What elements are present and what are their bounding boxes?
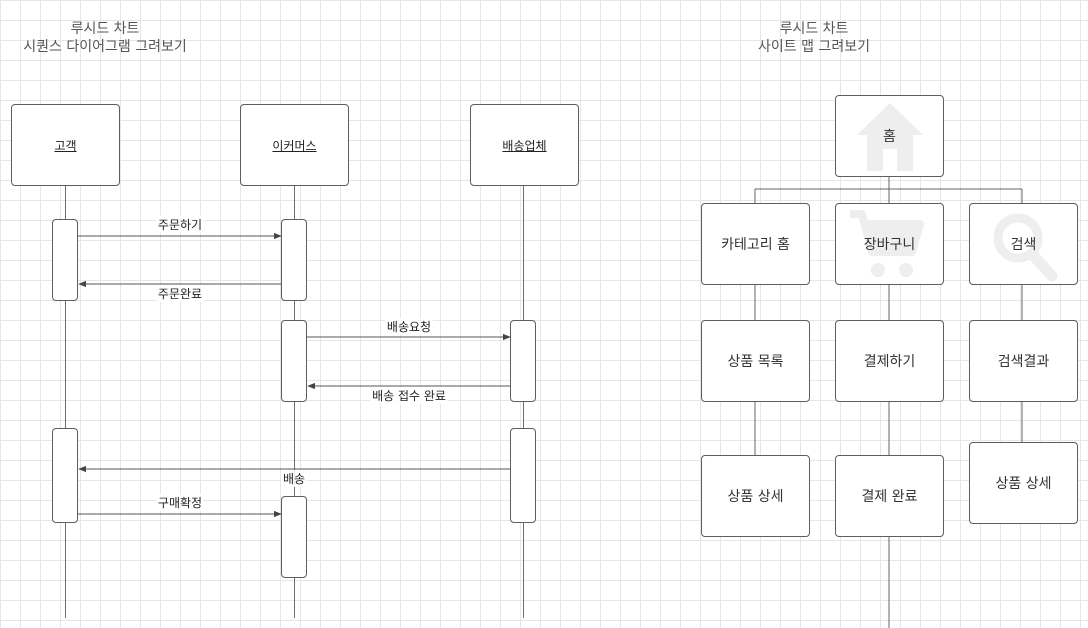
sitemap-node-search-label: 검색 — [1010, 237, 1037, 253]
participant-customer-label: 고객 — [54, 138, 77, 153]
home-icon — [857, 103, 923, 171]
sitemap-node-payment-complete[interactable]: 결제 완료 — [835, 455, 944, 537]
sitemap-node-checkout-label: 결제하기 — [863, 354, 916, 370]
sitemap-node-product-list[interactable]: 상품 목록 — [701, 320, 810, 402]
sitemap-node-product-detail-label: 상품 상세 — [727, 489, 784, 505]
participant-delivery[interactable]: 배송업체 — [470, 104, 579, 186]
message-label-delivery: 배송 — [280, 470, 308, 487]
activation-delivery-2[interactable] — [510, 428, 536, 523]
sitemap-node-home-label: 홈 — [883, 129, 896, 145]
sitemap-title-line1: 루시드 차트 — [779, 21, 849, 37]
activation-customer-2[interactable] — [52, 428, 78, 523]
activation-customer-1[interactable] — [52, 219, 78, 301]
lifeline-customer — [65, 186, 66, 618]
sitemap-node-cart[interactable]: 장바구니 — [835, 203, 944, 285]
sitemap-node-search[interactable]: 검색 — [969, 203, 1078, 285]
lifeline-delivery — [523, 186, 524, 618]
sitemap-node-category-home-label: 카테고리 홈 — [721, 237, 790, 253]
sitemap-node-search-results[interactable]: 검색결과 — [969, 320, 1078, 402]
message-label-purchase-confirm: 구매확정 — [155, 494, 205, 511]
lifeline-ecommerce — [294, 186, 295, 618]
sitemap-node-product-detail[interactable]: 상품 상세 — [701, 455, 810, 537]
participant-ecommerce-label: 이커머스 — [272, 138, 317, 153]
sitemap-node-search-product-detail[interactable]: 상품 상세 — [969, 442, 1078, 524]
message-label-delivery-accepted: 배송 접수 완료 — [370, 387, 448, 404]
activation-ecommerce-1[interactable] — [281, 219, 307, 301]
participant-delivery-label: 배송업체 — [502, 138, 547, 153]
sequence-title-line2: 시퀀스 다이어그램 그려보기 — [23, 39, 187, 55]
sitemap-title-line2: 사이트 맵 그려보기 — [758, 39, 870, 55]
sitemap-node-search-results-label: 검색결과 — [997, 354, 1050, 370]
sitemap-node-search-product-detail-label: 상품 상세 — [995, 476, 1052, 492]
sequence-title: 루시드 차트 시퀀스 다이어그램 그려보기 — [10, 20, 200, 56]
sitemap-node-home[interactable]: 홈 — [835, 95, 944, 177]
cart-icon — [850, 210, 924, 277]
sitemap-node-payment-complete-label: 결제 완료 — [861, 489, 918, 505]
participant-ecommerce[interactable]: 이커머스 — [240, 104, 349, 186]
activation-delivery-1[interactable] — [510, 320, 536, 402]
sitemap-connectors — [754, 176, 1023, 628]
sitemap-node-product-list-label: 상품 목록 — [727, 354, 784, 370]
activation-ecommerce-3[interactable] — [281, 496, 307, 578]
message-label-order-complete: 주문완료 — [155, 285, 205, 302]
sequence-title-line1: 루시드 차트 — [70, 21, 140, 37]
sitemap-node-cart-label: 장바구니 — [863, 237, 916, 253]
sitemap-title: 루시드 차트 사이트 맵 그려보기 — [729, 20, 899, 56]
sitemap-node-checkout[interactable]: 결제하기 — [835, 320, 944, 402]
activation-ecommerce-2[interactable] — [281, 320, 307, 402]
message-label-order: 주문하기 — [155, 216, 205, 233]
participant-customer[interactable]: 고객 — [11, 104, 120, 186]
message-label-delivery-request: 배송요청 — [384, 318, 434, 335]
search-icon — [993, 213, 1058, 282]
sitemap-node-category-home[interactable]: 카테고리 홈 — [701, 203, 810, 285]
